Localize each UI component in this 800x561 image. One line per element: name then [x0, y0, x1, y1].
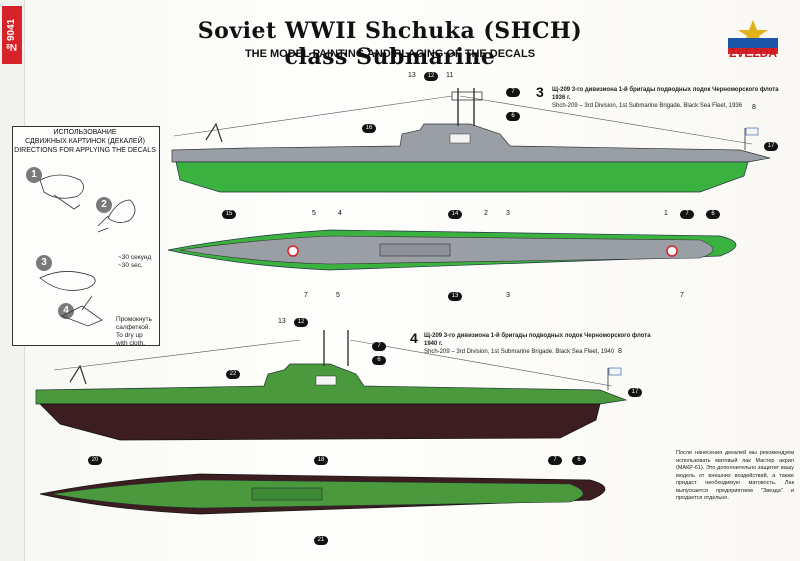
- scheme-4-top-view: [39, 473, 606, 515]
- decal-marker-6b: 6: [706, 210, 720, 219]
- decal-marker-22: 22: [226, 370, 240, 379]
- decal-marker-20: 20: [88, 456, 102, 465]
- decal-marker-16: 16: [362, 124, 376, 133]
- callout-13b: 13: [278, 318, 286, 325]
- callout-7b: 7: [680, 292, 684, 299]
- step-4-note: Промокнуть салфеткой. To dry up with clo…: [116, 316, 156, 348]
- dry-note-en: To dry up with cloth.: [116, 332, 145, 347]
- heading-ru-line-1: ИСПОЛЬЗОВАНИЕ: [53, 129, 117, 136]
- hand-scissors-illustration: [39, 174, 84, 199]
- heading-en: DIRECTIONS FOR APPLYING THE DECALS: [14, 147, 156, 154]
- scheme-3-top-view: [167, 229, 737, 271]
- decal-instructions-heading: ИСПОЛЬЗОВАНИЕ СДВИЖНЫХ КАРТИНОК (ДЕКАЛЕЙ…: [14, 128, 156, 155]
- callout-4: 4: [338, 210, 342, 217]
- decal-marker-7c: 7: [372, 342, 386, 351]
- scheme-3-caption-ru: Щ-209 3-го дивизиона 1-й бригады подводн…: [552, 87, 779, 101]
- decal-marker-14: 14: [448, 210, 462, 219]
- decal-marker-7d: 7: [548, 456, 562, 465]
- decal-marker-6c: 6: [372, 356, 386, 365]
- logo-wordmark: ZVEZDA: [729, 46, 777, 60]
- decal-marker-6d: 6: [572, 456, 586, 465]
- decal-marker-12b: 12: [294, 318, 308, 327]
- decal-marker-17b: 17: [628, 388, 642, 397]
- callout-1: 1: [664, 210, 668, 217]
- decal-marker-18: 18: [314, 456, 328, 465]
- step-2-note: ~30 секунд ~30 sec.: [118, 254, 156, 270]
- callout-11: 11: [446, 72, 454, 79]
- tweezers-dish-illustration: [107, 199, 136, 223]
- decal-marker-7b: 7: [680, 210, 694, 219]
- scheme-4-caption: Щ-209 3-го дивизиона 1-й бригады подводн…: [424, 332, 664, 356]
- step-2-badge: 2: [96, 197, 112, 213]
- callout-3b: 3: [506, 292, 510, 299]
- callout-3: 3: [506, 210, 510, 217]
- logo-star-icon: [728, 20, 778, 54]
- callout-2: 2: [484, 210, 488, 217]
- callout-8b: 8: [618, 348, 622, 355]
- scheme-4-caption-en: Shch-209 – 3rd Division, 1st Submarine B…: [424, 349, 615, 355]
- soak-note-ru: ~30 секунд: [118, 254, 152, 261]
- scheme-3-caption-en: Shch-209 – 3rd Division, 1st Submarine B…: [552, 103, 743, 109]
- callout-5: 5: [312, 210, 316, 217]
- decal-marker-15: 15: [222, 210, 236, 219]
- apply-decal-illustration: [39, 271, 96, 291]
- scissors-blade: [53, 194, 81, 210]
- dry-note-ru: Промокнуть салфеткой.: [116, 316, 153, 331]
- heading-ru-line-2: СДВИЖНЫХ КАРТИНОК (ДЕКАЛЕЙ): [25, 138, 145, 145]
- scheme-3-side-view: [171, 88, 771, 193]
- page-title: Soviet WWII Shchuka (SHCH) class Submari…: [197, 18, 583, 70]
- callout-13: 13: [408, 72, 416, 79]
- page-subtitle: THE MODEL PAINTING AND PLACING OF THE DE…: [244, 48, 536, 60]
- blot-decal-illustration: [61, 305, 103, 327]
- step-4-badge: 4: [58, 303, 74, 319]
- decal-instructions-box: [12, 126, 160, 346]
- scheme-3-number: 3: [536, 84, 544, 100]
- step-3-badge: 3: [36, 255, 52, 271]
- decal-marker-13: 13: [448, 292, 462, 301]
- soak-note-en: ~30 sec.: [118, 262, 143, 269]
- varnish-note: После нанесения декалей мы рекомендуем и…: [676, 450, 794, 501]
- decal-marker-6: 6: [506, 112, 520, 121]
- scheme-4-number: 4: [410, 330, 418, 346]
- zvezda-logo: ZVEZDA: [720, 18, 786, 66]
- decal-marker-7: 7: [506, 88, 520, 97]
- step-1-badge: 1: [26, 167, 42, 183]
- scheme-4-caption-ru: Щ-209 3-го дивизиона 1-й бригады подводн…: [424, 333, 651, 347]
- scheme-4-side-view: [35, 330, 628, 441]
- callout-7a: 7: [304, 292, 308, 299]
- scheme-3-caption: Щ-209 3-го дивизиона 1-й бригады подводн…: [552, 86, 792, 110]
- decal-marker-12: 12: [424, 72, 438, 81]
- callout-5b: 5: [336, 292, 340, 299]
- callout-8: 8: [752, 104, 756, 111]
- decal-marker-17: 17: [764, 142, 778, 151]
- decal-marker-21: 21: [314, 536, 328, 545]
